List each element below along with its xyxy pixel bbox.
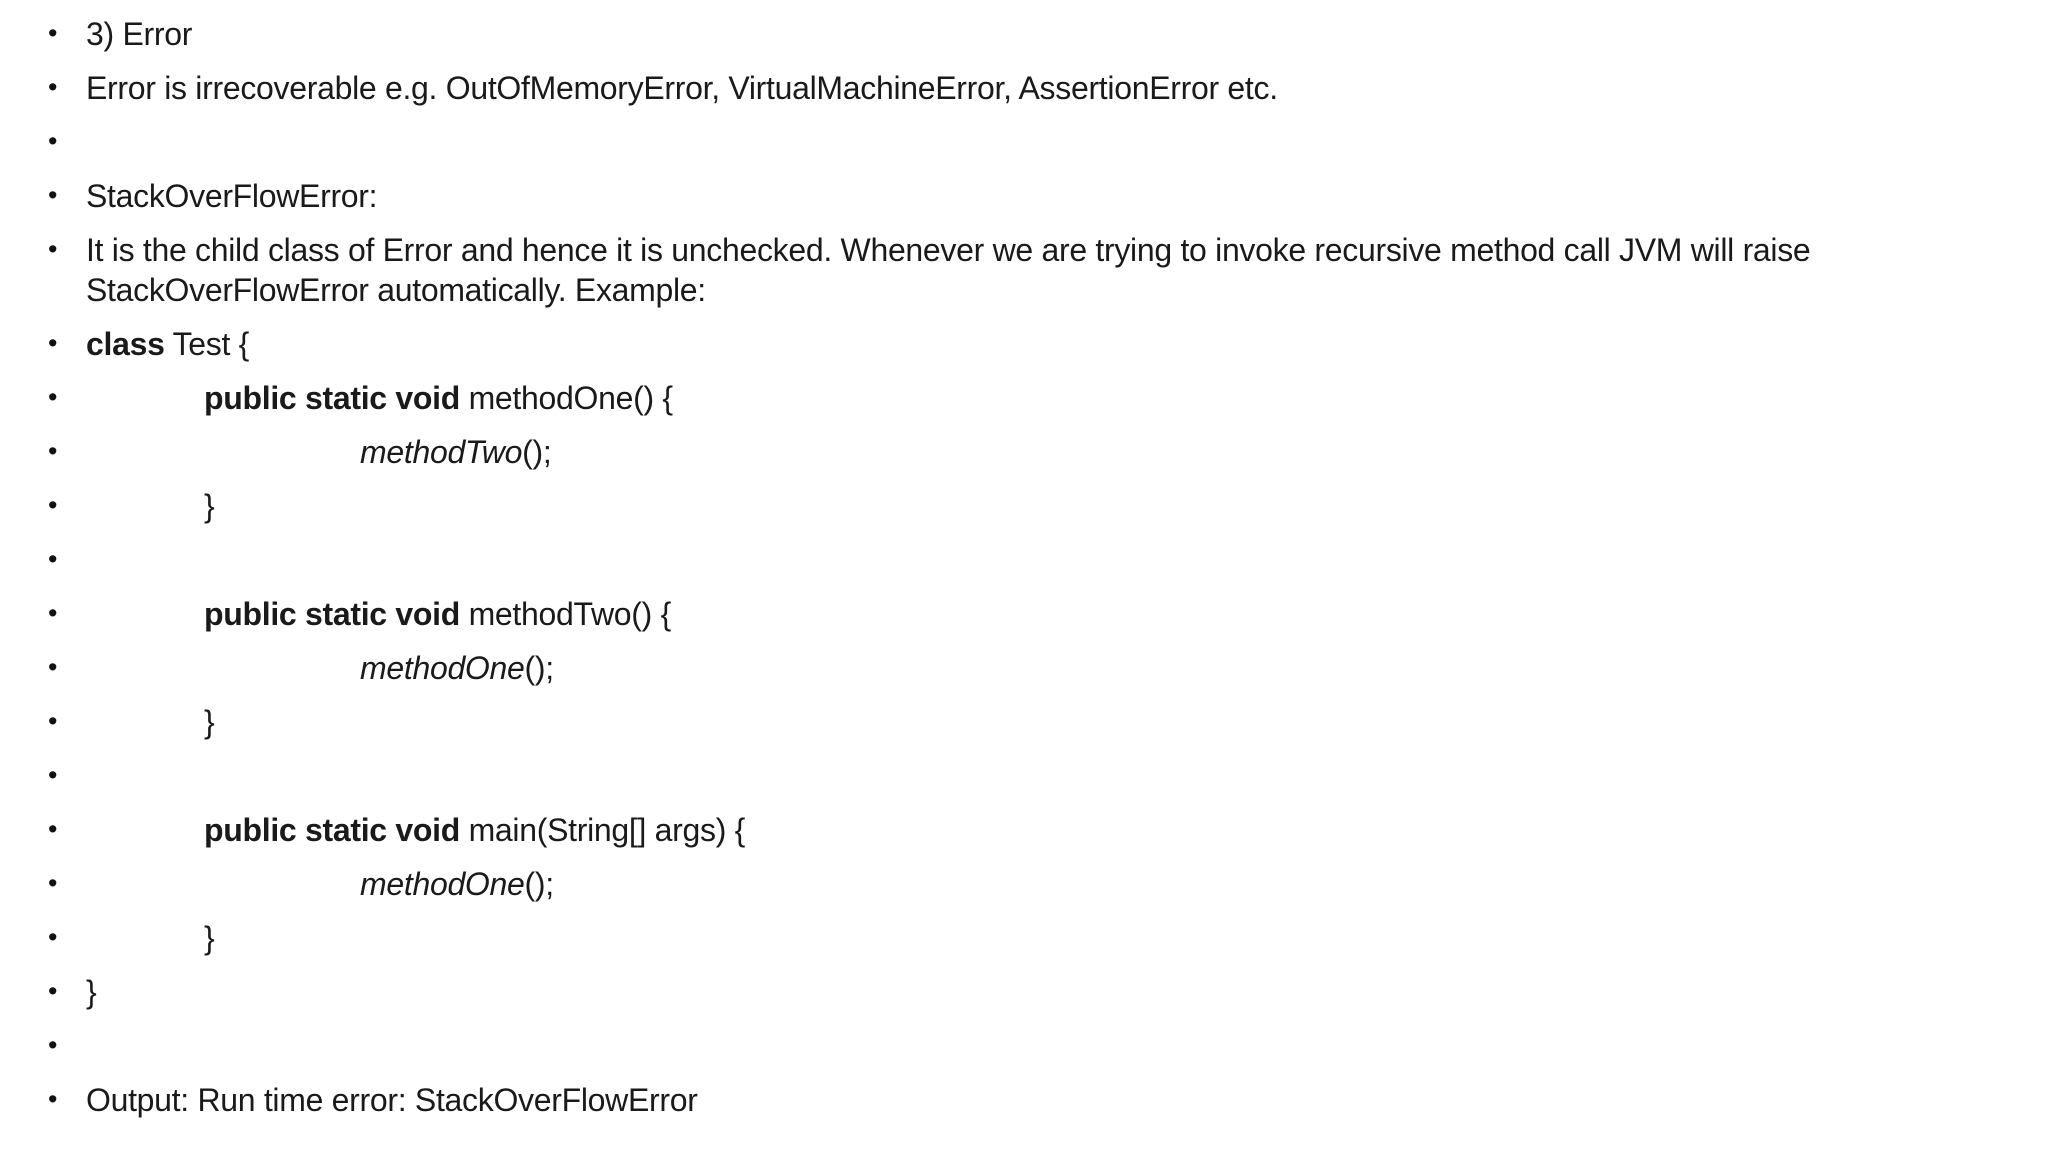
text-segment: methodTwo() { bbox=[459, 596, 672, 632]
method-name: methodTwo bbox=[360, 434, 523, 470]
bullet-text: StackOverFlowError: bbox=[86, 178, 378, 214]
bullet-dot-icon: • bbox=[48, 490, 58, 520]
bullet-item: • bbox=[0, 540, 1982, 580]
bullet-item: • bbox=[0, 756, 1982, 796]
bullet-item: • public static void main(String[] args) … bbox=[0, 810, 1982, 850]
bullet-item: • public static void methodTwo() { bbox=[0, 594, 1982, 634]
text-segment: (); bbox=[522, 434, 552, 470]
bullet-list: • 3) Error • Error is irrecoverable e.g. Ou… bbox=[0, 14, 1982, 1120]
bullet-dot-icon: • bbox=[48, 18, 58, 48]
text-segment: Error is irrecoverable e.g. OutOfMemoryE… bbox=[86, 70, 1278, 106]
bullet-dot-icon: • bbox=[48, 598, 58, 628]
code-keyword: public static void bbox=[204, 812, 460, 848]
bullet-dot-icon: • bbox=[48, 436, 58, 466]
bullet-item: • 3) Error bbox=[0, 14, 1982, 54]
text-segment: StackOverFlowError: bbox=[86, 178, 378, 214]
bullet-item: • StackOverFlowError: bbox=[0, 176, 1982, 216]
bullet-dot-icon: • bbox=[48, 234, 58, 264]
bullet-text: methodOne(); bbox=[360, 650, 554, 686]
text-segment: Output: Run time error: StackOverFlowErr… bbox=[86, 1082, 698, 1118]
bullet-item: • class Test { bbox=[0, 324, 1982, 364]
text-segment: (); bbox=[524, 650, 555, 686]
bullet-text: Error is irrecoverable e.g. OutOfMemoryE… bbox=[86, 70, 1278, 106]
text-segment: It is the child class of Error and hence… bbox=[86, 232, 1811, 308]
bullet-dot-icon: • bbox=[48, 652, 58, 682]
bullet-text: public static void methodTwo() { bbox=[204, 596, 671, 632]
bullet-text: public static void main(String[] args) { bbox=[204, 812, 745, 848]
text-segment: 3) Error bbox=[86, 16, 193, 52]
bullet-dot-icon: • bbox=[48, 706, 58, 736]
code-keyword: public static void bbox=[204, 380, 460, 416]
bullet-dot-icon: • bbox=[48, 382, 58, 412]
bullet-text: methodTwo(); bbox=[360, 434, 552, 470]
text-segment: (); bbox=[524, 866, 555, 902]
bullet-dot-icon: • bbox=[48, 544, 58, 574]
bullet-item: • methodOne(); bbox=[0, 864, 1982, 904]
bullet-dot-icon: • bbox=[48, 868, 58, 898]
bullet-dot-icon: • bbox=[48, 814, 58, 844]
bullet-item: • methodTwo(); bbox=[0, 432, 1982, 472]
bullet-text: public static void methodOne() { bbox=[204, 380, 673, 416]
bullet-item: • It is the child class of Error and henc… bbox=[0, 230, 1982, 310]
bullet-item: •} bbox=[0, 918, 1982, 958]
method-name: methodOne bbox=[360, 866, 525, 902]
bullet-text: Output: Run time error: StackOverFlowErr… bbox=[86, 1082, 698, 1118]
text-segment: } bbox=[204, 920, 215, 956]
text-segment: methodOne() { bbox=[459, 380, 674, 416]
bullet-item: • bbox=[0, 122, 1982, 162]
bullet-dot-icon: • bbox=[48, 1084, 58, 1114]
bullet-dot-icon: • bbox=[48, 1030, 58, 1060]
bullet-item: • Output: Run time error: StackOverFlowEr… bbox=[0, 1080, 1982, 1120]
bullet-item: • Error is irrecoverable e.g. OutOfMemory… bbox=[0, 68, 1982, 108]
bullet-text: } bbox=[204, 920, 215, 956]
bullet-dot-icon: • bbox=[48, 180, 58, 210]
bullet-dot-icon: • bbox=[48, 976, 58, 1006]
bullet-item: •} bbox=[0, 972, 1982, 1012]
bullet-dot-icon: • bbox=[48, 922, 58, 952]
text-segment: } bbox=[204, 488, 215, 524]
bullet-text: } bbox=[204, 488, 215, 524]
bullet-text: } bbox=[86, 974, 97, 1010]
bullet-text: It is the child class of Error and hence… bbox=[86, 232, 1811, 308]
bullet-item: •} bbox=[0, 702, 1982, 742]
bullet-dot-icon: • bbox=[48, 760, 58, 790]
bullet-text: class Test { bbox=[86, 326, 249, 362]
text-segment: } bbox=[204, 704, 215, 740]
bullet-item: •} bbox=[0, 486, 1982, 526]
code-keyword: class bbox=[86, 326, 165, 362]
bullet-item: • methodOne(); bbox=[0, 648, 1982, 688]
bullet-text: methodOne(); bbox=[360, 866, 554, 902]
bullet-dot-icon: • bbox=[48, 72, 58, 102]
bullet-text: 3) Error bbox=[86, 16, 192, 52]
bullet-item: • bbox=[0, 1026, 1982, 1066]
bullet-text: } bbox=[204, 704, 215, 740]
text-segment: Test { bbox=[164, 326, 250, 362]
bullet-item: • public static void methodOne() { bbox=[0, 378, 1982, 418]
bullet-dot-icon: • bbox=[48, 328, 58, 358]
text-segment: main(String[] args) { bbox=[459, 812, 746, 848]
text-segment: } bbox=[86, 974, 97, 1010]
method-name: methodOne bbox=[360, 650, 525, 686]
bullet-dot-icon: • bbox=[48, 126, 58, 156]
code-keyword: public static void bbox=[204, 596, 460, 632]
